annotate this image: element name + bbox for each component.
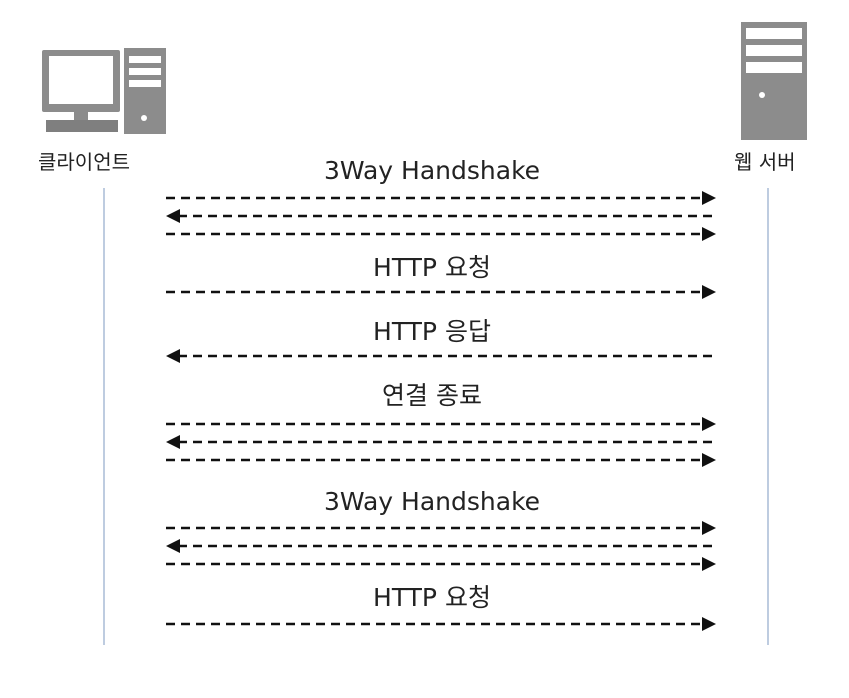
message-arrow-left (166, 539, 716, 553)
message-arrow-left (166, 349, 716, 363)
message-arrow-right (166, 453, 716, 467)
message-arrow-left (166, 435, 716, 449)
client-label: 클라이언트 (38, 150, 130, 174)
server-tower-icon (741, 22, 807, 140)
server-label: 웹 서버 (734, 150, 796, 174)
message-arrow-right (166, 521, 716, 535)
message-arrow-right (166, 285, 716, 299)
step-label: 연결 종료 (382, 381, 482, 410)
message-arrow-right (166, 557, 716, 571)
message-arrow-right (166, 191, 716, 205)
message-arrow-right (166, 417, 716, 431)
message-arrow-right (166, 227, 716, 241)
step-label: 3Way Handshake (324, 156, 540, 185)
step-label: 3Way Handshake (324, 487, 540, 516)
message-arrow-left (166, 209, 716, 223)
step-label: HTTP 요청 (373, 253, 491, 282)
desktop-computer-icon (42, 48, 166, 134)
step-label: HTTP 응답 (373, 317, 491, 346)
message-arrow-right (166, 617, 716, 631)
step-label: HTTP 요청 (373, 583, 491, 612)
